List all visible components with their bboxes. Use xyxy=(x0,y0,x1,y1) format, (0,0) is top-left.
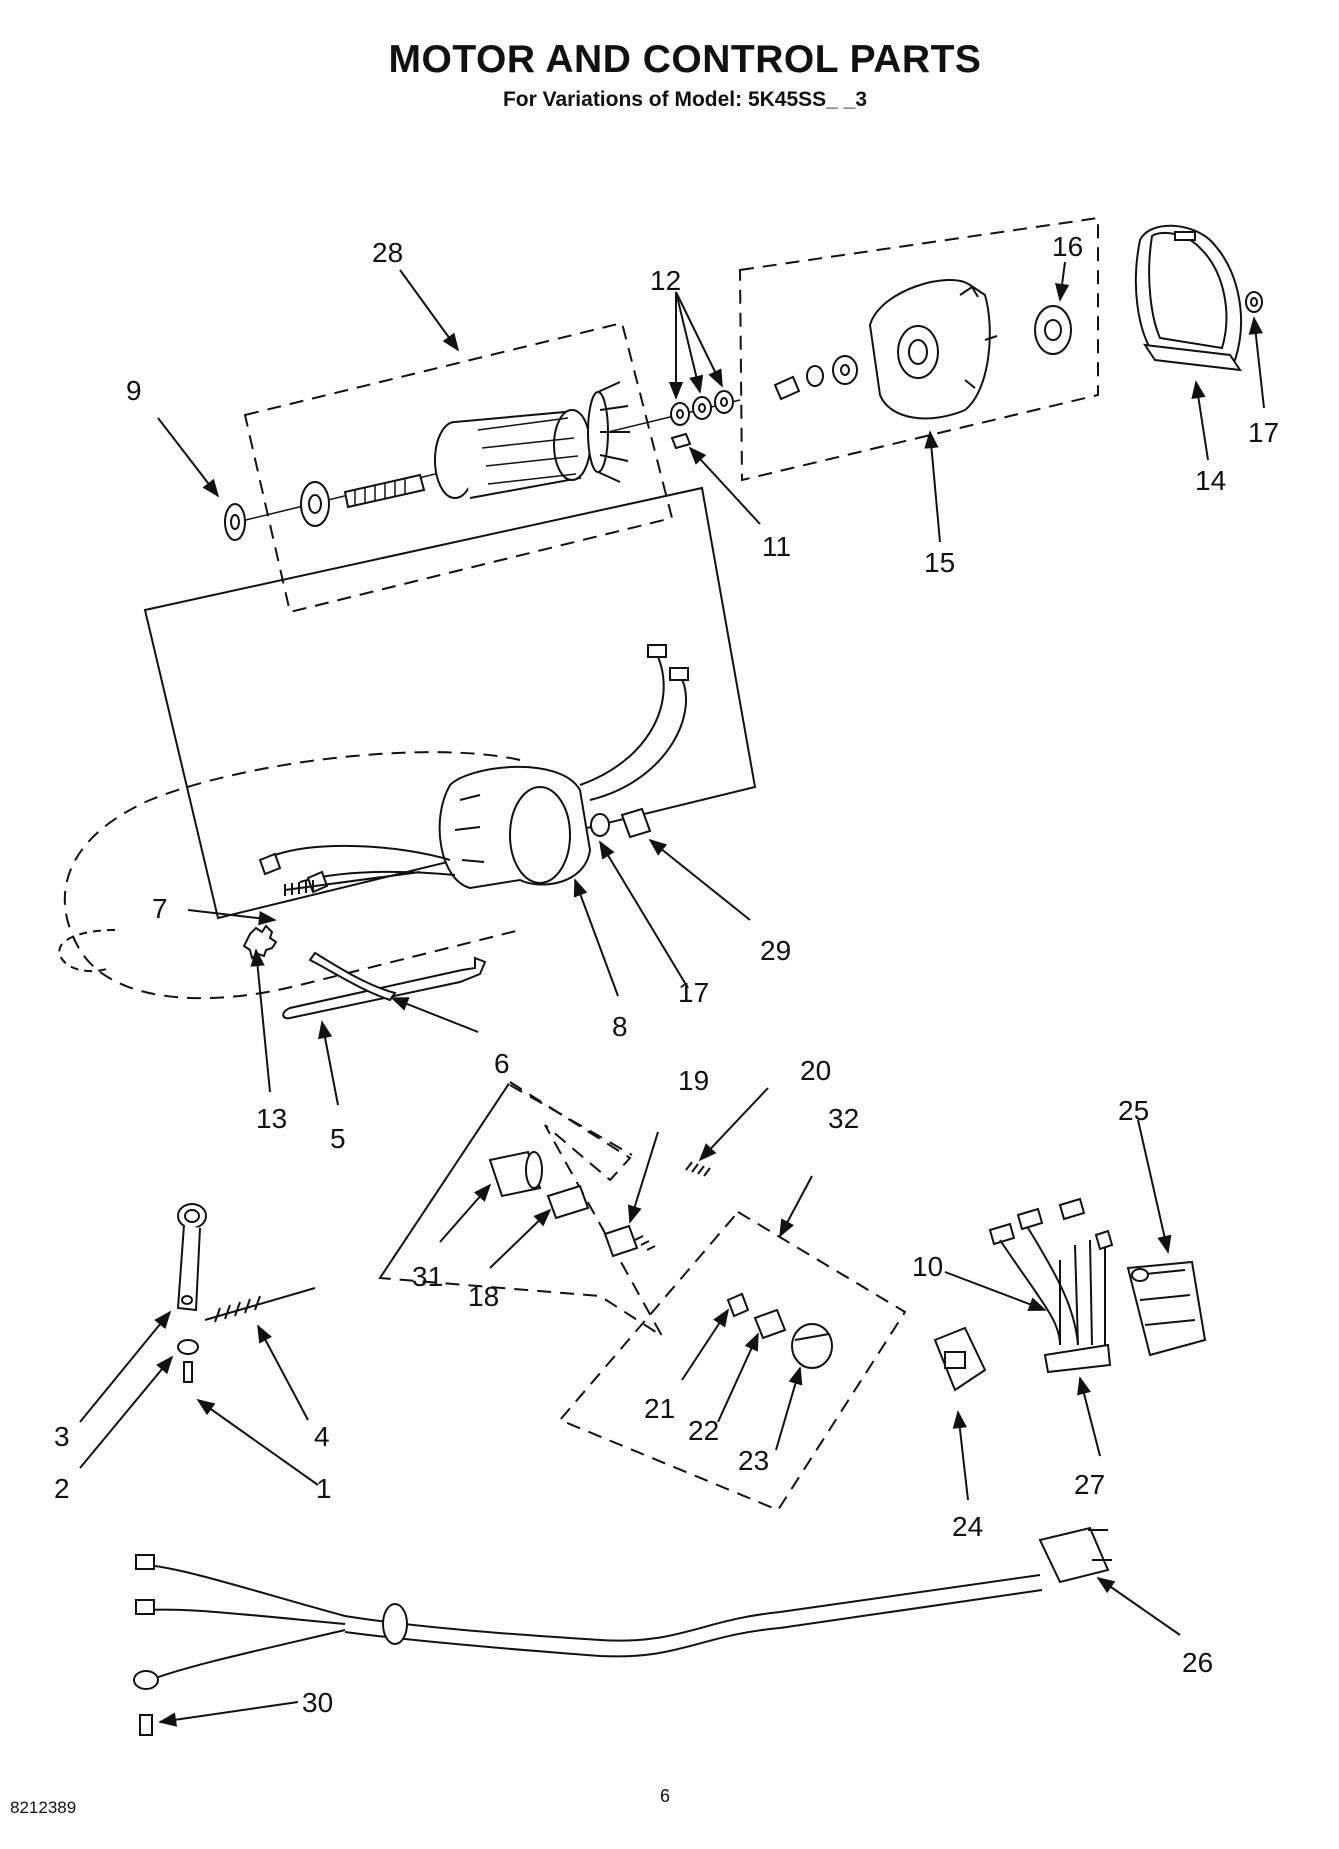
callout-1: 1 xyxy=(316,1473,332,1504)
armature-fan xyxy=(587,381,630,483)
switch-parts-group xyxy=(378,1080,663,1337)
callout-25: 25 xyxy=(1118,1095,1149,1126)
bearing-16 xyxy=(1034,305,1072,355)
armature-core xyxy=(434,409,591,499)
callout-4: 4 xyxy=(314,1421,330,1452)
nut-17-top xyxy=(1245,291,1263,313)
part-24 xyxy=(933,1326,987,1392)
callout-9: 9 xyxy=(126,375,142,406)
knob-23 xyxy=(791,1323,833,1369)
brush-18 xyxy=(546,1184,590,1220)
callout-6: 6 xyxy=(494,1048,510,1079)
bracket-5-6 xyxy=(282,951,487,1020)
callout-13: 13 xyxy=(256,1103,287,1134)
callout-27: 27 xyxy=(1074,1469,1105,1500)
through-bolt-7 xyxy=(284,871,421,896)
document-number: 8212389 xyxy=(10,1798,77,1817)
speed-control-lever xyxy=(176,1203,316,1383)
speed-control-27 xyxy=(988,1197,1114,1374)
callout-30: 30 xyxy=(302,1687,333,1718)
armature-group xyxy=(224,321,741,614)
model-subtitle: For Variations of Model: 5K45SS_ _3 xyxy=(502,88,868,111)
callout-labels: 1 2 3 4 5 6 7 8 9 10 11 12 13 14 15 16 1… xyxy=(54,231,1279,1718)
callout-19: 19 xyxy=(678,1065,709,1096)
page-title: MOTOR AND CONTROL PARTS xyxy=(388,38,982,81)
callout-16: 16 xyxy=(1052,231,1083,262)
callout-17-top: 17 xyxy=(1248,417,1279,448)
callout-18: 18 xyxy=(468,1281,499,1312)
screw-1 xyxy=(183,1361,193,1383)
callout-8: 8 xyxy=(612,1011,628,1042)
callout-23: 23 xyxy=(738,1445,769,1476)
power-cord-26 xyxy=(133,1526,1112,1736)
washer-stack-12 xyxy=(670,390,734,450)
control-knob-group xyxy=(558,1210,907,1512)
callout-15: 15 xyxy=(924,547,955,578)
brush-19 xyxy=(603,1224,639,1258)
callout-20: 20 xyxy=(800,1055,831,1086)
callout-29: 29 xyxy=(760,935,791,966)
callout-26: 26 xyxy=(1182,1647,1213,1678)
washer-2 xyxy=(177,1339,199,1355)
callout-7: 7 xyxy=(152,893,168,924)
callout-22: 22 xyxy=(688,1415,719,1446)
spring-22 xyxy=(753,1308,787,1340)
spring-4 xyxy=(204,1287,316,1323)
callout-17-mid: 17 xyxy=(678,977,709,1008)
housing-group xyxy=(738,216,1099,482)
callout-10: 10 xyxy=(912,1251,943,1282)
screw-30 xyxy=(139,1714,153,1736)
bracket-14 xyxy=(1134,224,1243,372)
part-21 xyxy=(726,1292,750,1318)
callout-28: 28 xyxy=(372,237,403,268)
armature-bearing xyxy=(300,481,330,527)
callout-11: 11 xyxy=(762,531,791,562)
spring-20 xyxy=(685,1161,711,1177)
nut-17-mid xyxy=(590,813,610,837)
callout-21: 21 xyxy=(644,1393,675,1424)
callout-32: 32 xyxy=(828,1103,859,1134)
callout-31: 31 xyxy=(412,1261,443,1292)
armature-shaft xyxy=(343,473,426,509)
page-number: 6 xyxy=(660,1786,671,1806)
callout-3: 3 xyxy=(54,1421,70,1452)
bushing-29 xyxy=(620,807,652,839)
callout-14: 14 xyxy=(1195,465,1226,496)
stator-assembly xyxy=(58,486,757,1000)
lockwasher-13 xyxy=(242,924,278,960)
callout-5: 5 xyxy=(330,1123,346,1154)
part-25 xyxy=(1126,1260,1207,1357)
callout-2: 2 xyxy=(54,1473,70,1504)
washer-9 xyxy=(224,503,246,541)
leader-lines xyxy=(79,261,1265,1727)
callout-12: 12 xyxy=(650,265,681,296)
callout-24: 24 xyxy=(952,1511,983,1542)
